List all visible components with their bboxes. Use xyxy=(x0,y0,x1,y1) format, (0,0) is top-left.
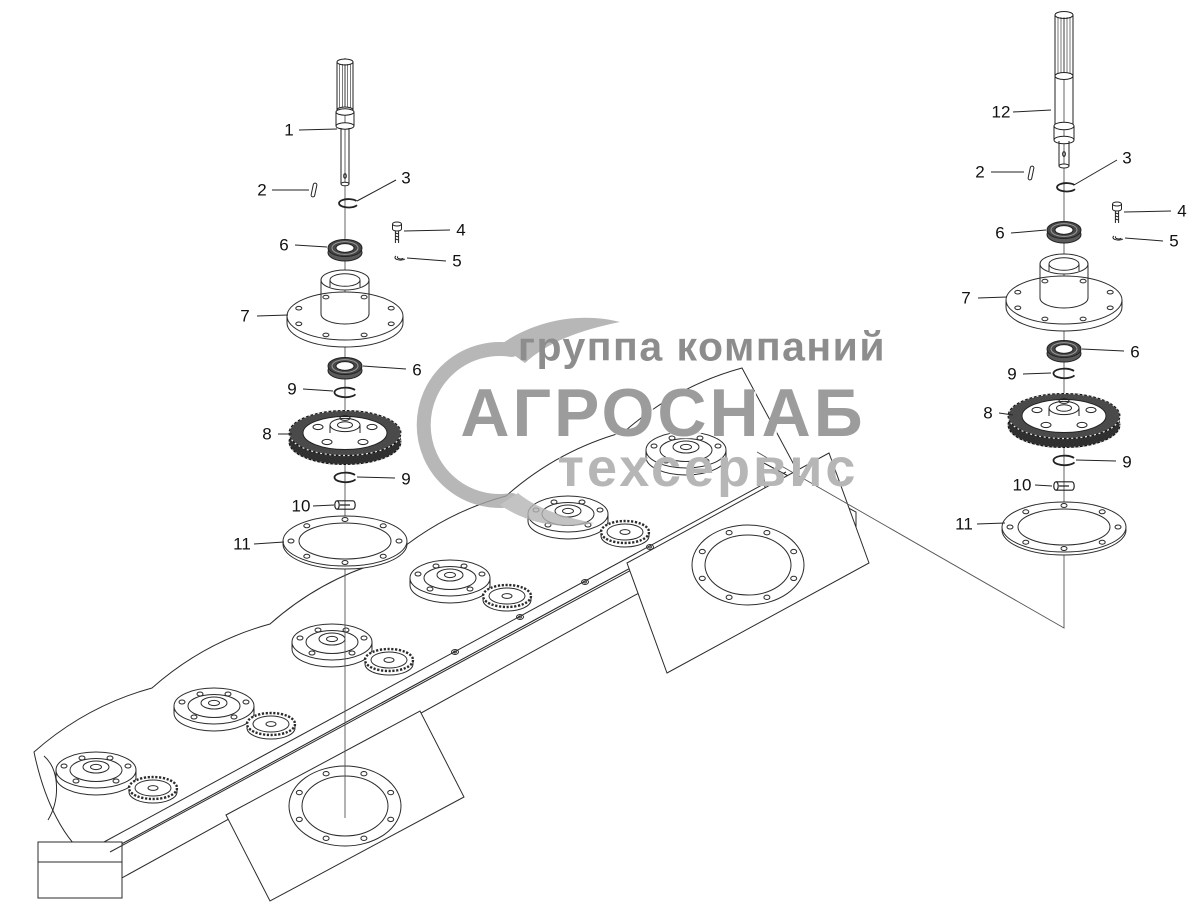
deck-top-surface xyxy=(33,367,801,861)
callout-left-pin: 2 xyxy=(257,180,267,200)
part-washer-5 xyxy=(394,255,406,261)
callout-right-bolt: 4 xyxy=(1177,201,1187,221)
callout-right-bearing-upper: 6 xyxy=(995,223,1005,243)
spindle-hub-4 xyxy=(409,559,491,604)
watermark-service: техсервис xyxy=(557,438,859,498)
callout-left-ring-upper: 9 xyxy=(287,379,297,399)
part-gear-8 xyxy=(1007,392,1121,449)
callout-left-snap-ring: 3 xyxy=(401,168,411,188)
deck-studs xyxy=(451,544,654,655)
part-shaft-1 xyxy=(335,58,355,187)
callout-left-shaft: 1 xyxy=(284,120,294,140)
part-gasket-11 xyxy=(282,515,408,570)
callout-left-housing: 7 xyxy=(240,306,250,326)
callout-right-gasket: 11 xyxy=(955,514,973,534)
part-bearing-6-upper xyxy=(327,239,363,262)
idler-gear-1 xyxy=(127,775,179,805)
part-snap-ring-3 xyxy=(1056,182,1076,193)
part-pin-2 xyxy=(1027,165,1035,181)
right-centerline xyxy=(756,12,1065,629)
part-gear-8 xyxy=(288,409,402,466)
callout-right-pin-10: 10 xyxy=(1012,475,1032,495)
callout-left-bolt: 4 xyxy=(456,220,466,240)
idler-gear-5 xyxy=(599,519,651,549)
idler-gear-2 xyxy=(245,711,297,741)
spindle-hub-1 xyxy=(55,751,137,796)
idler-gear-4 xyxy=(481,583,533,613)
callout-left-pin-10: 10 xyxy=(291,496,311,516)
callout-right-snap-ring: 3 xyxy=(1122,148,1132,168)
callout-right-bearing-lower: 6 xyxy=(1130,342,1140,362)
part-bearing-6-lower xyxy=(1046,340,1082,363)
callout-left-gear: 8 xyxy=(262,424,272,444)
cutter-bar-deck xyxy=(33,367,870,902)
part-washer-5 xyxy=(1112,235,1124,241)
callout-left-ring-lower: 9 xyxy=(401,469,411,489)
callout-right-pin: 2 xyxy=(975,162,985,182)
part-bearing-6-upper xyxy=(1046,221,1082,244)
part-snap-ring-3 xyxy=(338,198,358,209)
callout-right-ring-upper: 9 xyxy=(1007,364,1017,384)
callout-right-gear: 8 xyxy=(983,403,993,423)
watermark-logo-icon xyxy=(416,317,620,526)
part-housing-7 xyxy=(286,269,404,348)
part-gasket-11 xyxy=(1001,501,1127,556)
part-shaft-12 xyxy=(1053,11,1075,169)
right-assembly xyxy=(1001,11,1127,556)
callout-right-ring-lower: 9 xyxy=(1122,452,1132,472)
callout-right-washer: 5 xyxy=(1169,231,1179,251)
deck-opening-right xyxy=(691,524,805,606)
callout-right-shaft: 12 xyxy=(991,102,1011,122)
watermark-company-group: группа компаний xyxy=(517,323,887,370)
callout-right-housing: 7 xyxy=(961,288,971,308)
idler-gear-3 xyxy=(363,647,415,677)
callout-left-gasket: 11 xyxy=(233,534,251,554)
callout-left-bearing-lower: 6 xyxy=(412,360,422,380)
leader-lines xyxy=(253,109,1172,545)
part-bolt-4 xyxy=(1112,201,1122,223)
deck-left-bumper xyxy=(37,841,123,899)
callout-left-washer: 5 xyxy=(452,251,462,271)
deck-left-wave-line xyxy=(43,755,58,821)
spindle-hub-3 xyxy=(291,623,373,668)
part-bolt-4 xyxy=(392,221,402,243)
part-housing-7 xyxy=(1005,253,1123,332)
watermark-brand: АГРОСНАБ xyxy=(460,375,866,451)
part-pin-2 xyxy=(310,182,318,198)
callout-left-bearing-upper: 6 xyxy=(279,235,289,255)
part-bearing-6-lower xyxy=(327,357,363,380)
left-assembly xyxy=(282,58,408,570)
spindle-hub-2 xyxy=(173,687,255,732)
